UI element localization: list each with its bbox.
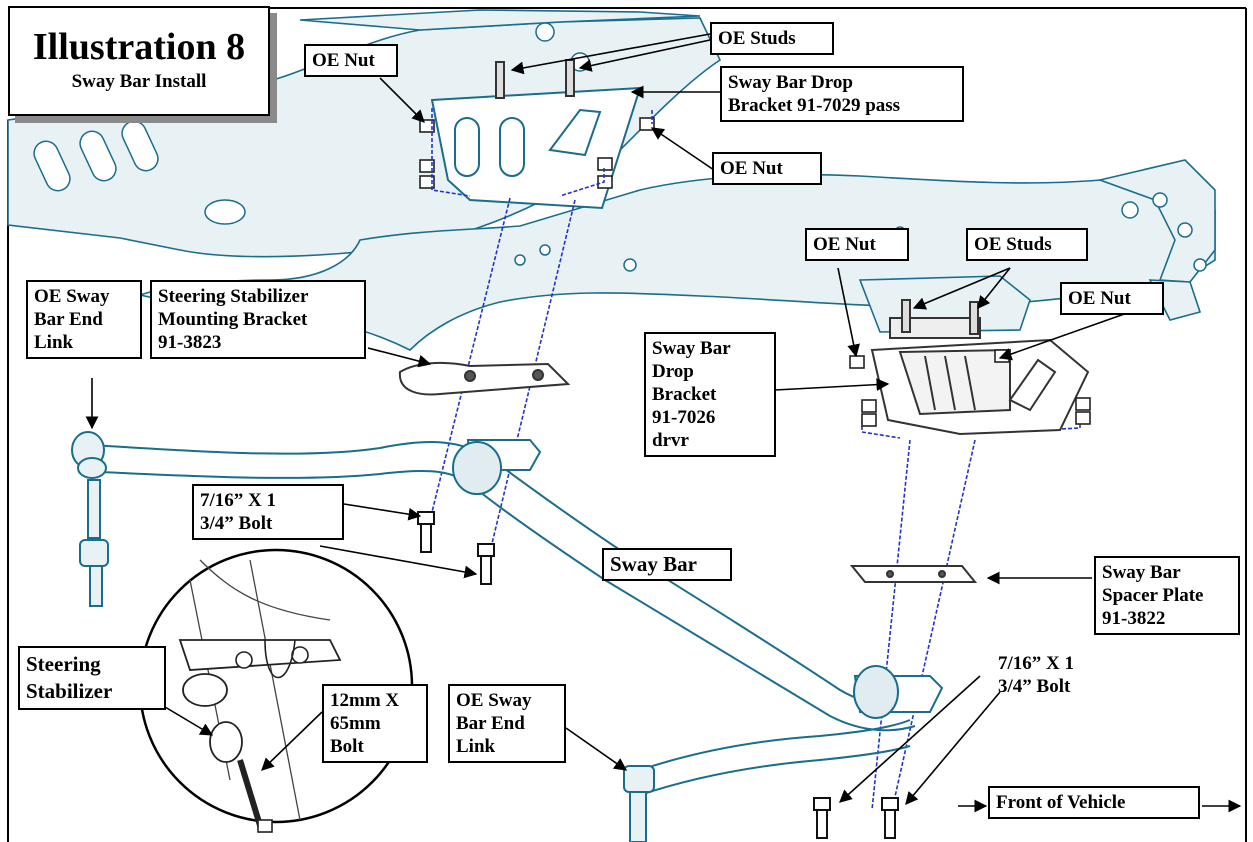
label-bolt-left: 7/16” X 1 3/4” Bolt bbox=[192, 484, 344, 540]
steering-stabilizer-bracket bbox=[398, 361, 571, 396]
label-12mm-bolt: 12mm X 65mm Bolt bbox=[322, 684, 428, 763]
label-oe-studs-top: OE Studs bbox=[710, 22, 834, 55]
label-oe-nut-mid: OE Nut bbox=[805, 228, 909, 261]
oe-nuts-top bbox=[419, 117, 655, 189]
label-bolt-right: 7/16” X 1 3/4” Bolt bbox=[998, 653, 1074, 697]
label-oe-nut-top-left: OE Nut bbox=[304, 44, 398, 77]
label-pass-drop-bracket: Sway Bar Drop Bracket 91-7029 pass bbox=[720, 66, 964, 122]
label-oe-nut-right: OE Nut bbox=[1060, 282, 1164, 315]
end-link-bottom bbox=[623, 765, 655, 842]
label-end-link-left: OE Sway Bar End Link bbox=[26, 280, 142, 359]
label-drvr-drop-bracket: Sway Bar Drop Bracket 91-7026 drvr bbox=[644, 332, 776, 457]
label-spacer-plate: Sway Bar Spacer Plate 91-3822 bbox=[1094, 556, 1240, 635]
end-link-left bbox=[71, 431, 109, 607]
label-oe-studs-mid: OE Studs bbox=[966, 228, 1088, 261]
label-end-link-bottom: OE Sway Bar End Link bbox=[448, 684, 566, 763]
label-sway-bar: Sway Bar bbox=[602, 548, 732, 581]
oe-studs-mid bbox=[901, 299, 979, 335]
label-front-of-vehicle: Front of Vehicle bbox=[988, 786, 1200, 819]
illustration-title-box: Illustration 8 Sway Bar Install bbox=[8, 6, 270, 116]
leader-arrows bbox=[85, 33, 1242, 813]
bolts bbox=[417, 511, 899, 839]
label-oe-nut-top-right: OE Nut bbox=[712, 152, 822, 185]
label-steering-stabilizer: Steering Stabilizer bbox=[18, 646, 166, 710]
drop-bracket-drvr bbox=[870, 317, 1090, 436]
sway-bar-bushings bbox=[452, 441, 899, 719]
label-stabilizer-bracket: Steering Stabilizer Mounting Bracket 91-… bbox=[150, 280, 366, 359]
drop-bracket-pass bbox=[430, 86, 642, 210]
illustration-subtitle: Sway Bar Install bbox=[71, 71, 207, 92]
spacer-plate bbox=[849, 565, 978, 583]
illustration-title: Illustration 8 bbox=[32, 26, 246, 68]
